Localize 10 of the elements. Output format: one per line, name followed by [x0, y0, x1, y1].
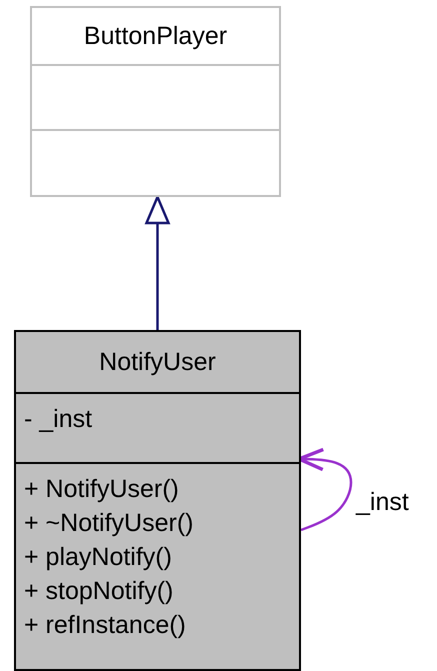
method-text: + refInstance(): [24, 610, 186, 641]
class-box: [14, 330, 301, 671]
method-text: + ~NotifyUser(): [24, 508, 194, 539]
method-text: + NotifyUser(): [24, 474, 179, 505]
method-text: + stopNotify(): [24, 576, 174, 607]
attribute-text: - _inst: [24, 404, 92, 434]
method-text: + playNotify(): [24, 542, 172, 573]
class-name: NotifyUser: [99, 346, 216, 378]
class-name: ButtonPlayer: [84, 20, 228, 52]
class-box: [30, 6, 281, 197]
